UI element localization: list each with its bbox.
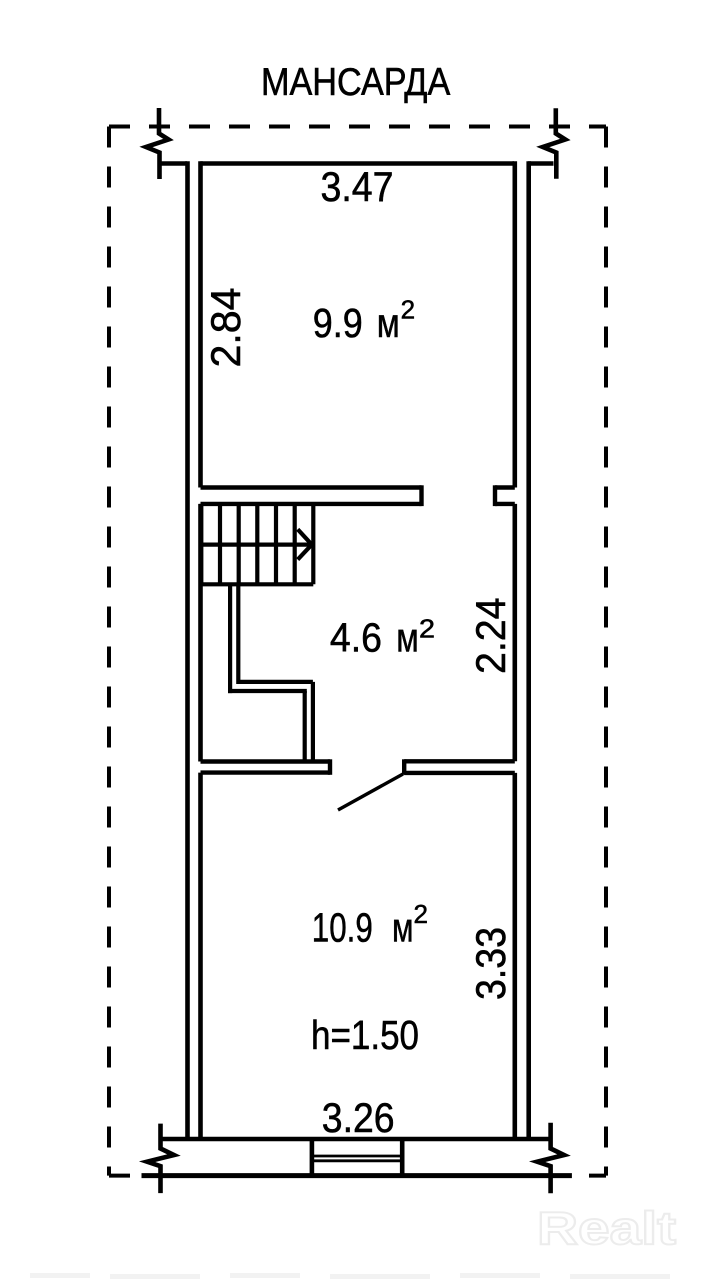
svg-text:3.47: 3.47: [321, 163, 394, 210]
svg-text:2.84: 2.84: [202, 288, 249, 368]
svg-text:3.26: 3.26: [322, 1094, 395, 1141]
svg-text:2: 2: [419, 614, 435, 644]
svg-text:м: м: [377, 300, 400, 346]
svg-text:Realt: Realt: [537, 1202, 676, 1254]
svg-text:м: м: [392, 904, 414, 950]
svg-text:2: 2: [414, 899, 429, 929]
svg-text:2.24: 2.24: [467, 598, 514, 675]
svg-text:2: 2: [401, 295, 416, 325]
svg-text:3.33: 3.33: [467, 927, 514, 1000]
svg-text:4.6: 4.6: [330, 614, 382, 660]
svg-text:h=1.50: h=1.50: [311, 1012, 419, 1058]
svg-text:10.9: 10.9: [312, 904, 373, 950]
svg-text:9.9: 9.9: [313, 300, 363, 346]
svg-text:МАНСАРДА: МАНСАРДА: [261, 61, 450, 104]
svg-text:м: м: [396, 614, 419, 660]
